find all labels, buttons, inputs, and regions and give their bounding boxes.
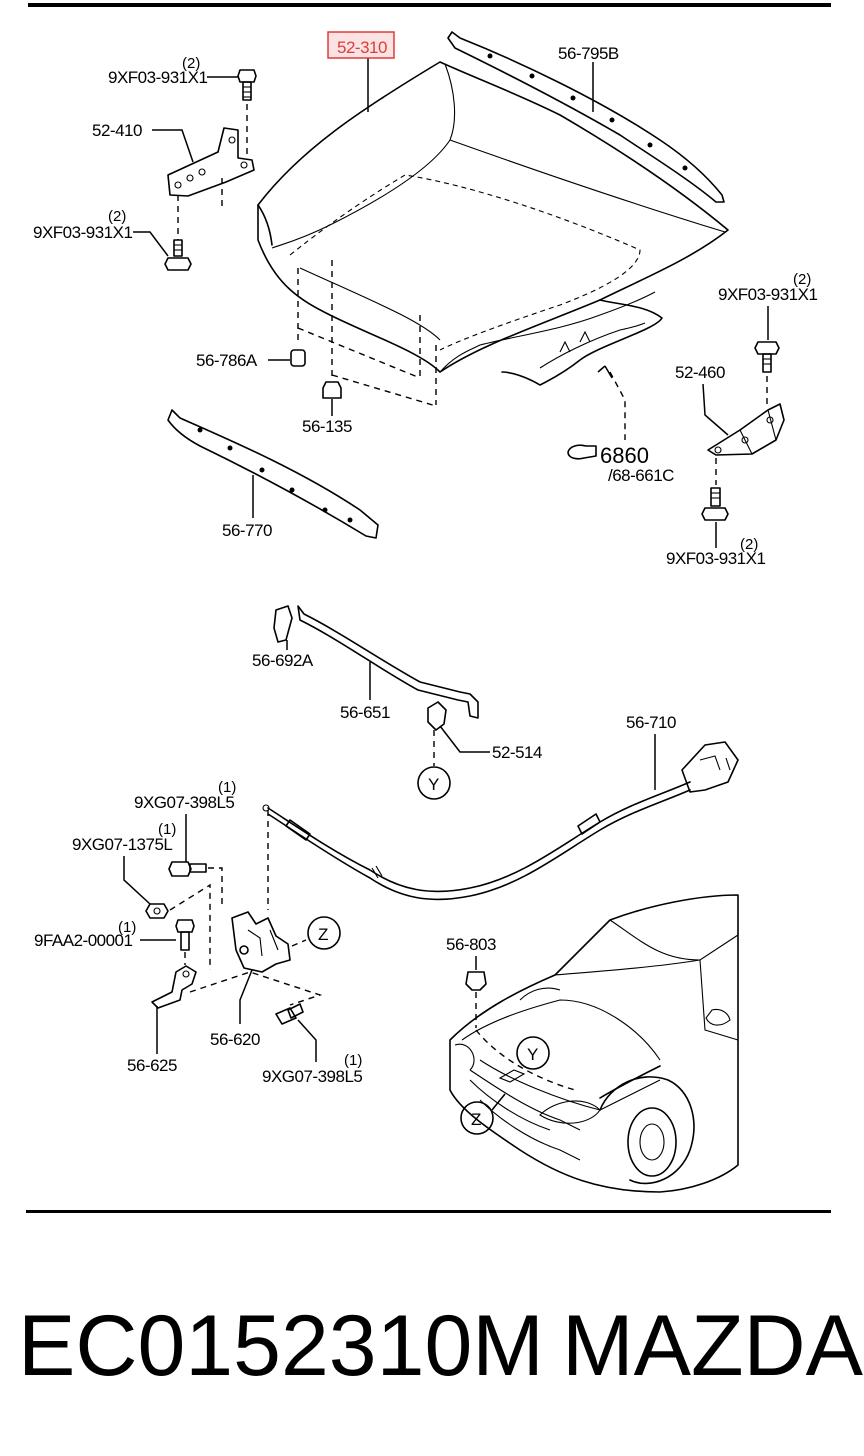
bolt-top-left-label[interactable]: 9XF03-931X1: [108, 68, 208, 87]
bolt-bottom-right-qty: (2): [740, 536, 758, 553]
cable-label[interactable]: 56-710: [626, 713, 676, 732]
callout-z[interactable]: [307, 916, 341, 950]
latch-bolt-2-label[interactable]: 9XG07-1375L: [72, 835, 173, 854]
hood-stopper[interactable]: [465, 971, 487, 991]
prop-rod-clip[interactable]: [273, 605, 293, 643]
prop-rod[interactable]: [297, 605, 479, 719]
callout-y[interactable]: [417, 766, 451, 800]
latch-bolt-4-qty: (1): [344, 1052, 362, 1069]
latch-bolt-2-qty: (1): [158, 821, 176, 838]
striker-label[interactable]: 56-625: [127, 1056, 177, 1075]
car-callout-z-label[interactable]: Z: [471, 1110, 482, 1129]
hood-panel[interactable]: [257, 61, 729, 386]
bolt-top-left-qty: (2): [182, 55, 200, 72]
bolt-top-left[interactable]: [237, 69, 257, 101]
bolt-bottom-right-label[interactable]: 9XF03-931X1: [666, 549, 766, 568]
hood-part-label[interactable]: 52-310: [337, 38, 387, 57]
bolt-top-right-qty: (2): [793, 271, 811, 288]
hood-hinge-left[interactable]: [167, 127, 255, 197]
latch-bolt-3[interactable]: [175, 919, 195, 951]
latch-bolt-3-qty: (1): [118, 919, 136, 936]
bolt-mid-left-label[interactable]: 9XF03-931X1: [33, 223, 133, 242]
front-seal-strip[interactable]: [167, 409, 379, 539]
bolt-top-right[interactable]: [754, 341, 780, 373]
rear-seal-label[interactable]: 56-795B: [558, 44, 619, 63]
prop-rod-label[interactable]: 56-651: [340, 703, 390, 722]
hood-bumper-b[interactable]: [322, 381, 342, 399]
release-cable[interactable]: [262, 741, 739, 901]
vehicle-illustration: [449, 894, 739, 1193]
hinge-left-label[interactable]: 52-410: [92, 121, 142, 140]
prop-holder-label[interactable]: 52-514: [492, 743, 542, 762]
bolt-top-right-label[interactable]: 9XF03-931X1: [718, 285, 818, 304]
bolt-mid-left-qty: (2): [108, 208, 126, 225]
hood-bumper-a[interactable]: [290, 349, 306, 367]
reference-pointer-icon: [567, 444, 597, 460]
reference-subnumber[interactable]: /68-661C: [608, 466, 675, 485]
rear-seal-strip[interactable]: [447, 31, 725, 203]
bolt-mid-left[interactable]: [164, 239, 192, 271]
brand-name: MAZDA: [562, 1298, 863, 1394]
latch-bolt-1-qty: (1): [218, 779, 236, 796]
bottom-rule: [26, 1210, 831, 1213]
callout-y-label[interactable]: Y: [428, 775, 440, 794]
hood-hinge-right[interactable]: [707, 403, 785, 456]
latch-bolt-4[interactable]: [275, 1003, 304, 1025]
prop-rod-holder[interactable]: [427, 701, 447, 731]
callout-z-label[interactable]: Z: [318, 925, 329, 944]
bumper-a-label[interactable]: 56-786A: [196, 351, 258, 370]
hood-latch[interactable]: [231, 911, 291, 973]
stopper-label[interactable]: 56-803: [446, 935, 496, 954]
reference-number[interactable]: 6860: [600, 443, 649, 468]
latch-nut[interactable]: [145, 903, 169, 919]
latch-label[interactable]: 56-620: [210, 1030, 260, 1049]
car-callout-z[interactable]: [460, 1101, 494, 1135]
hood-striker[interactable]: [151, 965, 197, 1009]
latch-bolt-1[interactable]: [168, 861, 207, 877]
bumper-b-label[interactable]: 56-135: [302, 417, 352, 436]
prop-clip-label[interactable]: 56-692A: [252, 651, 314, 670]
latch-bolt-3-label[interactable]: 9FAA2-00001: [34, 931, 133, 950]
front-seal-label[interactable]: 56-770: [222, 521, 272, 540]
car-callout-y-label[interactable]: Y: [527, 1045, 539, 1064]
hinge-right-label[interactable]: 52-460: [675, 363, 725, 382]
top-rule: [28, 3, 831, 7]
hood-highlight-box[interactable]: [327, 31, 395, 59]
latch-bolt-4-label[interactable]: 9XG07-398L5: [262, 1067, 363, 1086]
bolt-bottom-right[interactable]: [701, 487, 729, 521]
latch-bolt-1-label[interactable]: 9XG07-398L5: [134, 793, 235, 812]
car-callout-y[interactable]: [516, 1036, 550, 1070]
part-code: EC0152310M: [18, 1298, 544, 1394]
